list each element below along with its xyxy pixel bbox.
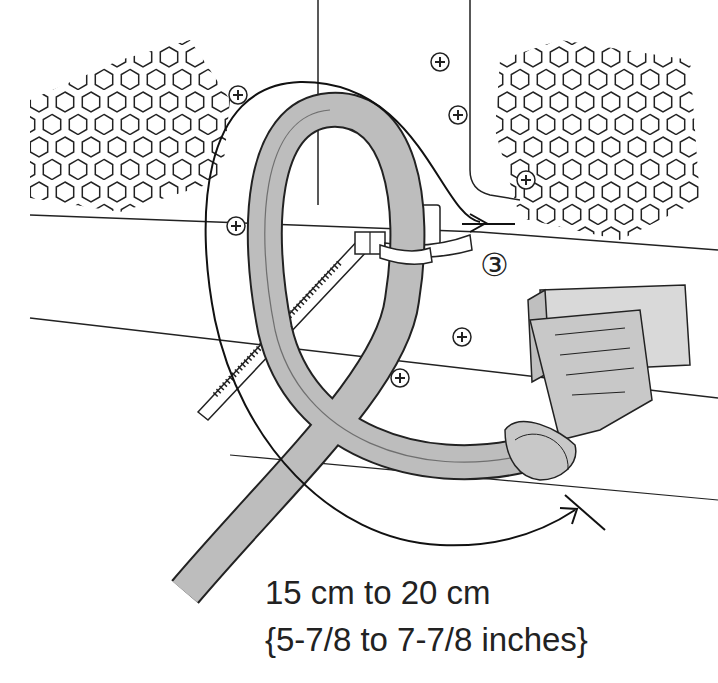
dimension-text: 15 cm to 20 cm	[265, 573, 491, 613]
vent-left	[30, 40, 230, 212]
cable-tie	[198, 205, 472, 420]
vent-right	[495, 40, 700, 240]
power-plug	[505, 285, 690, 480]
dimension-text: {5-7/8 to 7-7/8 inches}	[265, 620, 588, 660]
callout-number: ③	[480, 246, 509, 284]
